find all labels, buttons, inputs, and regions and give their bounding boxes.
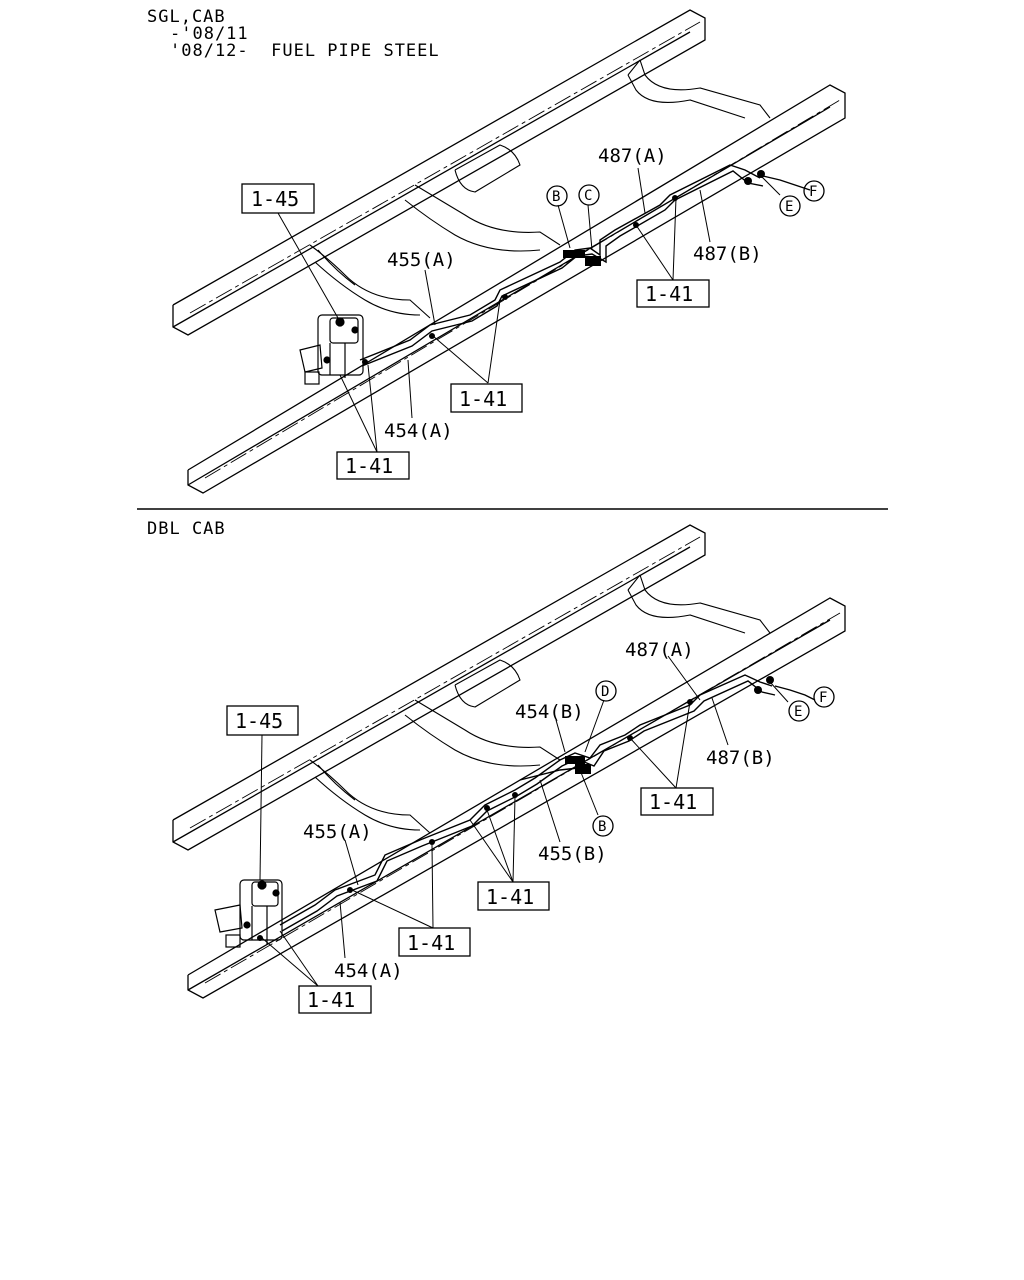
sgl-part-454a: 454(A) [384, 420, 453, 442]
sgl-ref-box-1-45 [241, 183, 315, 214]
sgl-connector-f-circle [803, 180, 825, 202]
dbl-ref-1-41-right[interactable]: 1-41 [649, 790, 697, 814]
sgl-connector-e: E [785, 199, 793, 215]
dbl-cross-member-mid [404, 659, 561, 767]
variant-label-dbl-cab: DBL CAB [147, 519, 226, 539]
dbl-cross-member-front [309, 759, 431, 834]
dbl-part-455a: 455(A) [303, 821, 372, 843]
dbl-part-487b: 487(B) [706, 747, 775, 769]
dbl-near-frame-rail [187, 597, 846, 999]
variant-label-sgl-cab: SGL,CAB [147, 7, 226, 27]
dbl-part-455b: 455(B) [538, 843, 607, 865]
dbl-ref-1-41-mid[interactable]: 1-41 [486, 885, 534, 909]
dbl-fuel-filter-assembly [214, 879, 283, 948]
sgl-ref-1-41-right[interactable]: 1-41 [645, 282, 693, 306]
dbl-ref-box-1-41-right [640, 787, 714, 816]
sgl-pipe-clips [362, 170, 765, 365]
sgl-cross-member-rear [627, 59, 771, 119]
dbl-far-frame-rail [172, 524, 706, 851]
sgl-fuel-filter-assembly [299, 314, 364, 385]
sgl-leader-lines [277, 167, 781, 453]
dbl-ref-1-41-bottom[interactable]: 1-41 [307, 988, 355, 1012]
dbl-ref-box-1-41-bottom [298, 985, 372, 1014]
sgl-ref-box-1-41-mid [450, 383, 523, 413]
dbl-part-454a: 454(A) [334, 960, 403, 982]
sgl-part-487b: 487(B) [693, 243, 762, 265]
sgl-cab-diagram [172, 9, 846, 494]
dbl-connector-e: E [794, 704, 802, 720]
dbl-leader-lines [259, 655, 789, 987]
sgl-connector-b-circle [546, 185, 568, 207]
sgl-ref-box-1-41-bottom [336, 451, 410, 480]
date-range-from-title: '08/12- FUEL PIPE STEEL [170, 41, 440, 61]
sgl-connector-f: F [809, 184, 817, 200]
sgl-part-487a: 487(A) [598, 145, 667, 167]
dbl-ref-box-1-45 [226, 705, 299, 736]
sgl-part-455a: 455(A) [387, 249, 456, 271]
dbl-labels: 1-45 1-41 1-41 1-41 1-41 455(A) 455(B) 4… [235, 639, 827, 1012]
dbl-connector-b-circle [592, 815, 614, 837]
sgl-ref-box-1-41-right [636, 279, 710, 308]
dbl-fuel-pipes [279, 674, 816, 932]
dbl-ref-box-1-41-low [398, 927, 471, 957]
dbl-ref-box-1-41-mid [477, 881, 550, 911]
dbl-connector-f: F [819, 690, 827, 706]
dbl-connector-d-circle [595, 680, 617, 702]
dbl-ref-1-41-low[interactable]: 1-41 [407, 931, 455, 955]
sgl-ref-1-41-mid[interactable]: 1-41 [459, 387, 507, 411]
sgl-fuel-pipes [359, 164, 811, 367]
sgl-ref-1-41-bottom[interactable]: 1-41 [345, 454, 393, 478]
dbl-cab-diagram [172, 524, 846, 1014]
dbl-ref-1-45[interactable]: 1-45 [235, 709, 283, 733]
dbl-part-487a: 487(A) [625, 639, 694, 661]
date-range-upto: -'08/11 [170, 24, 249, 44]
sgl-connector-c-circle [578, 184, 600, 206]
sgl-near-frame-rail [187, 84, 846, 494]
dbl-connector-e-circle [788, 700, 810, 722]
sgl-connector-b: B [552, 189, 560, 205]
sgl-cross-member-mid [404, 144, 561, 252]
dbl-connector-b: B [598, 819, 606, 835]
dbl-part-454b: 454(B) [515, 701, 584, 723]
dbl-connector-f-circle [813, 686, 835, 708]
sgl-far-frame-rail [172, 9, 706, 336]
sgl-labels: 1-45 1-41 1-41 1-41 455(A) 454(A) 487(A)… [251, 145, 817, 478]
dbl-connector-d: D [601, 684, 609, 700]
sgl-connector-e-circle [779, 195, 801, 217]
dbl-cross-member-rear [627, 574, 771, 634]
sgl-ref-1-45[interactable]: 1-45 [251, 187, 299, 211]
sgl-connector-c: C [584, 188, 592, 204]
sgl-cross-member-front [309, 244, 431, 319]
